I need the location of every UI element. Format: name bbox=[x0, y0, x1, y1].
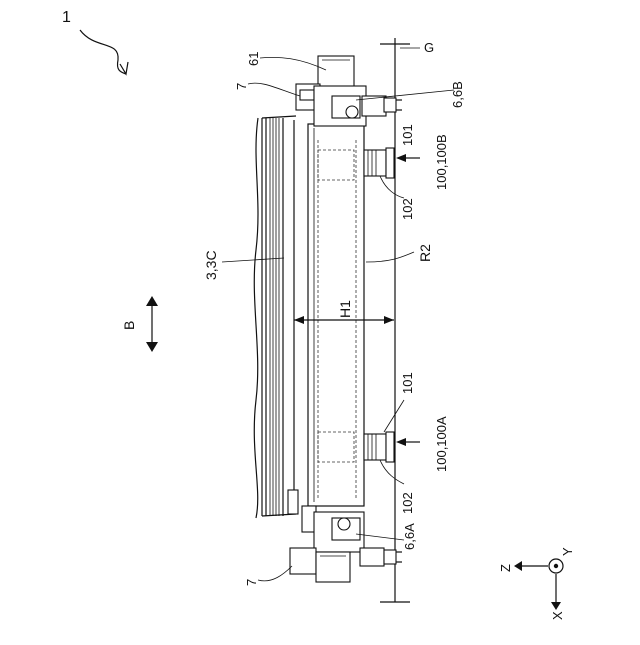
label-r2-leader bbox=[366, 252, 414, 262]
label-h1: H1 bbox=[337, 300, 353, 318]
label-102-bottom-leader bbox=[380, 460, 404, 484]
bottom-assembly-6a bbox=[290, 506, 402, 582]
label-7-top: 7 bbox=[234, 83, 249, 90]
main-beam bbox=[308, 124, 364, 506]
label-7-top-leader bbox=[248, 83, 300, 96]
label-100b: 100,100B bbox=[434, 134, 449, 190]
axis-x: X bbox=[550, 611, 565, 620]
figure-number-leader bbox=[80, 30, 126, 74]
label-r2: R2 bbox=[417, 244, 433, 262]
label-6a: 6,6A bbox=[402, 523, 417, 550]
label-61-leader bbox=[260, 57, 326, 70]
label-7-bottom-leader bbox=[258, 566, 292, 581]
label-101-bottom: 101 bbox=[400, 372, 415, 394]
label-6b-leader bbox=[356, 90, 454, 100]
base-3c bbox=[254, 116, 298, 518]
label-6b: 6,6B bbox=[450, 81, 465, 108]
label-102-bottom: 102 bbox=[400, 492, 415, 514]
label-101-bottom-leader bbox=[384, 400, 404, 432]
label-100a: 100,100A bbox=[434, 416, 449, 472]
figure-number: 1 bbox=[62, 9, 71, 26]
label-g: G bbox=[424, 40, 434, 55]
label-3c-leader bbox=[222, 258, 284, 262]
arrow-100b bbox=[396, 154, 406, 162]
label-61: 61 bbox=[246, 52, 261, 66]
label-102-top: 102 bbox=[400, 198, 415, 220]
top-assembly-6b bbox=[296, 56, 402, 126]
label-102-top-leader bbox=[380, 176, 404, 198]
label-b: B bbox=[121, 321, 137, 330]
label-7-bottom: 7 bbox=[244, 579, 259, 586]
label-3c: 3,3C bbox=[203, 250, 219, 280]
label-101-top: 101 bbox=[400, 124, 415, 146]
bracket-100a bbox=[364, 432, 394, 462]
arrow-b bbox=[146, 296, 158, 352]
arrow-100a bbox=[396, 438, 406, 446]
bracket-100b bbox=[364, 148, 394, 178]
axis-y: Y bbox=[560, 547, 575, 556]
axis-z: Z bbox=[498, 564, 513, 572]
coordinate-axes bbox=[514, 559, 563, 610]
